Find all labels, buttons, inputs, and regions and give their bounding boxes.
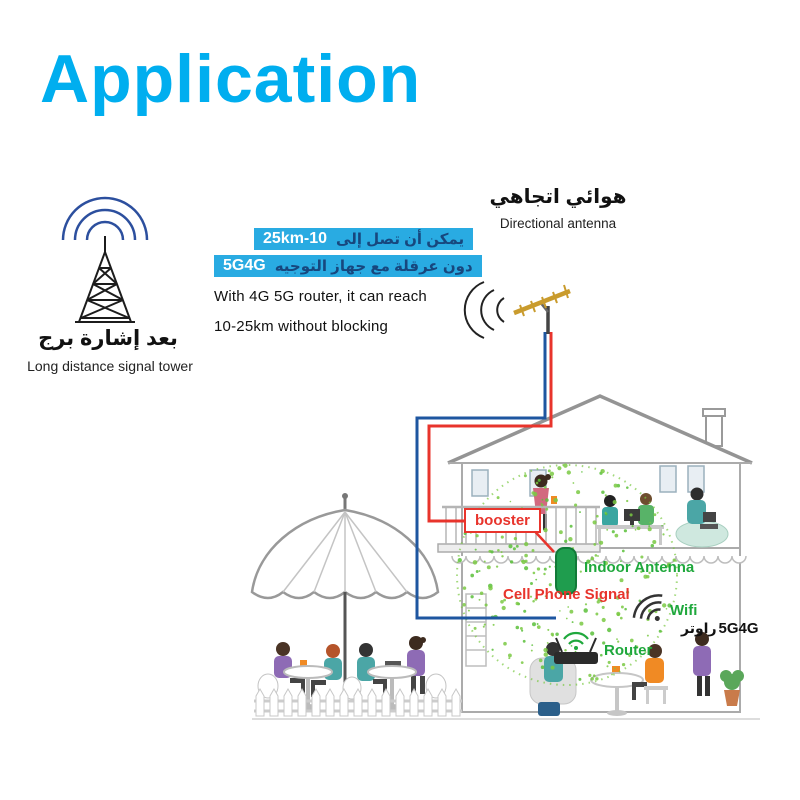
cell-phone-signal-label: Cell Phone Signal: [503, 586, 630, 603]
indoor-antenna-icon: [555, 547, 577, 595]
wifi-label: Wifi: [670, 602, 698, 619]
person-outdoor-4: [407, 636, 426, 694]
router-label: Router: [604, 642, 653, 659]
reach-line2-arabic: دون عرقلة مع جهاز التوجيه: [274, 258, 473, 275]
tower-caption-english: Long distance signal tower: [27, 358, 193, 374]
potted-plant: [720, 670, 744, 706]
tower-caption-arabic: بعد إشارة برج: [38, 327, 178, 350]
person-with-laptop: [675, 487, 729, 548]
reach-distance-highlight: 25km-10: [263, 230, 328, 247]
antenna-signal-arcs: [463, 281, 505, 339]
picket-fence: [254, 673, 462, 717]
upper-floor-people: [596, 487, 729, 548]
lower-floor-people: [529, 632, 744, 716]
reach-english-line1: With 4G 5G router, it can reach: [214, 288, 427, 305]
umbrella-icon: [250, 493, 440, 690]
page-title: Application: [40, 41, 422, 117]
person-seated-orange: [632, 644, 668, 704]
antenna-caption-arabic: هوائي اتجاهي: [489, 186, 627, 208]
person-at-desk-left: [602, 495, 618, 527]
router-model-text: 5G4G: [718, 620, 759, 637]
reach-line-2: 5G4G دون عرقلة مع جهاز التوجيه: [214, 255, 482, 277]
bag: [538, 702, 560, 716]
reach-line-1: 25km-10 يمكن أن تصل إلى: [254, 228, 474, 250]
booster-badge: booster: [464, 508, 542, 533]
tower-signal-arcs: [61, 196, 149, 241]
signal-tower-icon: [75, 236, 135, 323]
directional-antenna-icon: [513, 284, 571, 334]
reach-line1-arabic: يمكن أن تصل إلى: [336, 231, 465, 248]
balcony-slab: [437, 543, 601, 553]
reach-router-highlight: 5G4G: [223, 257, 266, 274]
outdoor-table-2: [367, 661, 417, 710]
cable-blue: [415, 332, 556, 620]
router-arabic-label: راوتر: [681, 620, 717, 636]
person-standing-purple: [693, 632, 711, 696]
wifi-icon: [632, 594, 663, 622]
reach-english-line2: 10-25km without blocking: [214, 318, 389, 335]
indoor-antenna-label: Indoor Antenna: [584, 559, 695, 576]
roof: [447, 394, 753, 465]
chimney: [705, 413, 723, 447]
person-at-desk-right: [638, 493, 654, 525]
wifi-router-icon: [554, 631, 598, 664]
antenna-caption-english: Directional antenna: [499, 216, 617, 231]
reach-note: 25km-10 يمكن أن تصل إلى 5G4G دون عرقلة مع …: [214, 228, 482, 335]
